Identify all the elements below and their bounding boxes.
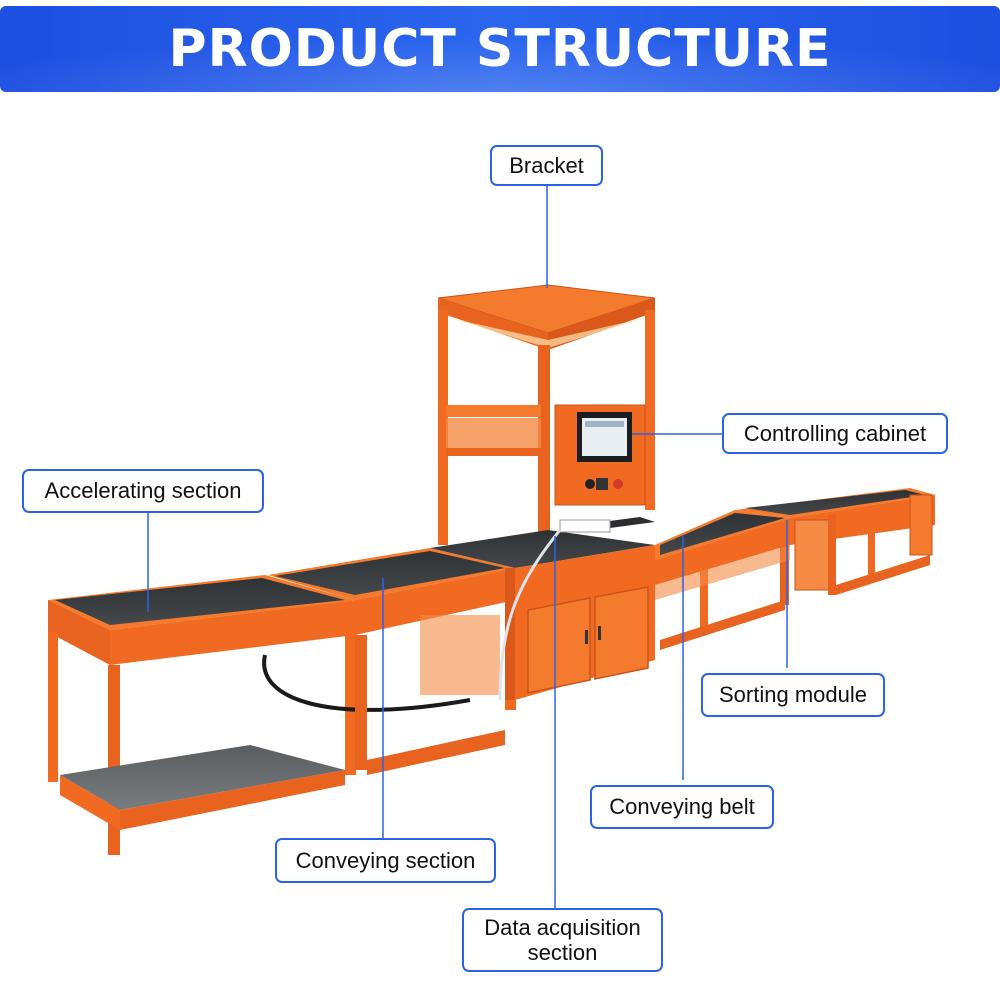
label-accelerating-section-text: Accelerating section: [44, 478, 242, 503]
conveying-section-unit: [268, 548, 516, 775]
label-conveying-section-text: Conveying section: [295, 847, 476, 873]
label-conveying-section: Conveying section: [275, 838, 496, 883]
label-controlling-cabinet-text: Controlling cabinet: [743, 420, 927, 446]
label-conveying-belt-text: Conveying belt: [609, 794, 755, 819]
leader-lines: [147, 186, 788, 908]
data-acquisition-base: [430, 519, 655, 701]
sorting-module-unit: [735, 488, 935, 595]
label-data-acquisition-section: Data acquisition section: [462, 908, 663, 972]
accelerating-section-unit: [48, 575, 471, 855]
control-cabinet: [554, 404, 655, 532]
bracket-tower: [437, 284, 656, 555]
title-banner: PRODUCT STRUCTURE: [0, 6, 1000, 92]
label-sorting-module: Sorting module: [701, 673, 885, 717]
conveying-belt-unit: [655, 510, 790, 650]
label-sorting-module-text: Sorting module: [719, 682, 867, 707]
label-bracket-text: Bracket: [509, 152, 584, 178]
label-controlling-cabinet: Controlling cabinet: [722, 413, 948, 454]
label-conveying-belt: Conveying belt: [590, 785, 774, 829]
label-data-acquisition-line2: section: [527, 940, 598, 965]
label-accelerating-section: Accelerating section: [22, 469, 264, 513]
label-data-acquisition-line1: Data acquisition: [484, 915, 641, 940]
label-bracket: Bracket: [490, 145, 603, 186]
page-title: PRODUCT STRUCTURE: [168, 19, 832, 79]
